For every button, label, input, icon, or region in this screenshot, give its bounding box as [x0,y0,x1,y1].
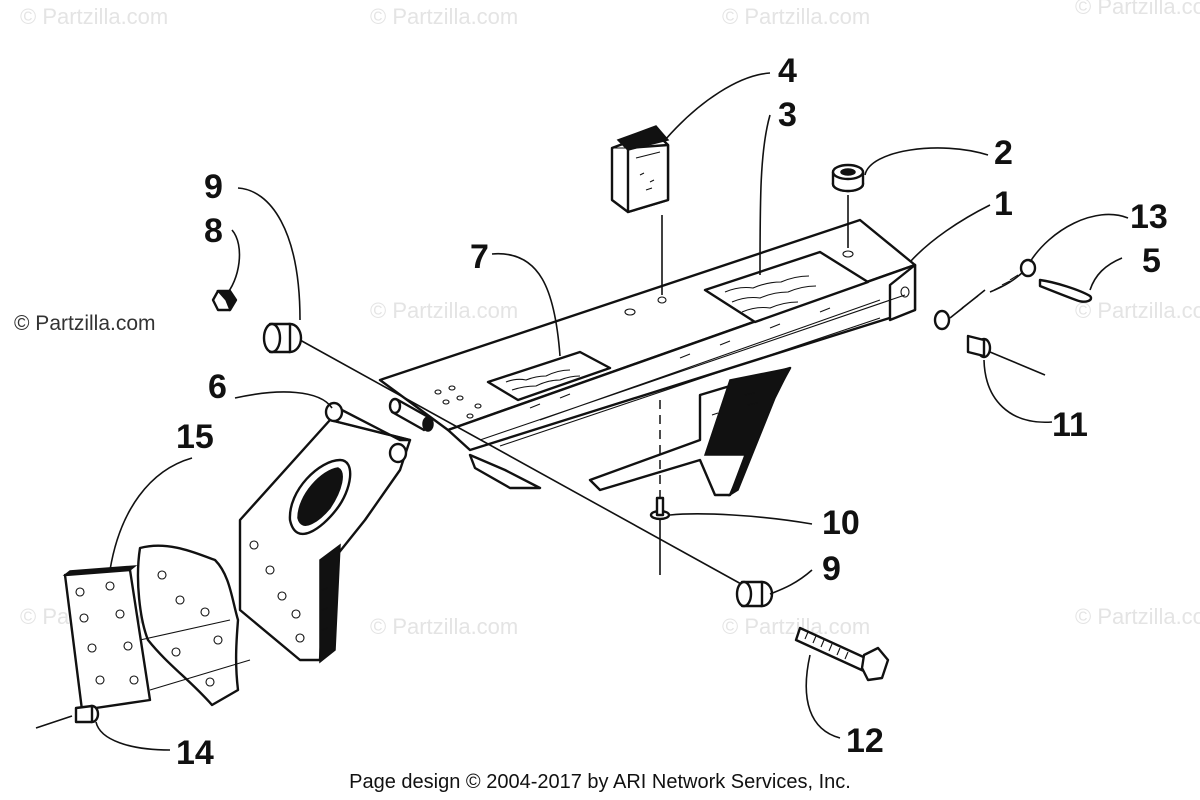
callout-5[interactable]: 5 [1142,242,1161,280]
callout-2[interactable]: 2 [994,134,1013,172]
part-7-decal[interactable] [486,350,612,402]
part-4-pack[interactable] [610,125,670,214]
part-9-spacer[interactable] [262,322,303,354]
part-2-grommet[interactable] [831,163,865,193]
callout-3[interactable]: 3 [778,96,797,134]
callout-10[interactable]: 10 [822,504,860,542]
part-14-rivet[interactable] [35,704,100,729]
watermark: © Partzilla.com [20,4,168,29]
callout-13[interactable]: 13 [1130,198,1168,236]
callout-9-lower[interactable]: 9 [822,550,841,588]
callout-15[interactable]: 15 [176,418,214,456]
leader-lines [95,72,1129,751]
part-12-bolt[interactable] [794,626,890,682]
part-3-decal[interactable] [703,250,870,324]
part-11-rivet[interactable] [966,334,1046,376]
watermark: © Partzilla.com [370,614,518,639]
watermark: © Partzilla.com [1075,604,1200,629]
part-9-spacer-lower[interactable] [735,580,774,608]
part-8-nut[interactable] [211,289,238,312]
part-15-backing-plate[interactable] [62,565,251,712]
callout-numbers: 4 3 2 1 13 5 7 9 8 6 15 10 9 11 12 14 [176,52,1168,772]
footer-credit: Page design © 2004-2017 by ARI Network S… [349,771,851,793]
watermark: © Partzilla.com [1075,298,1200,323]
callout-1[interactable]: 1 [994,185,1013,223]
part-6-mount-plate[interactable] [238,401,412,664]
side-watermark: © Partzilla.com [14,312,156,335]
callout-12[interactable]: 12 [846,722,884,760]
watermark: © Partzilla.com [370,298,518,323]
callout-14[interactable]: 14 [176,734,214,772]
bolt-axis-line [299,339,753,591]
callout-8[interactable]: 8 [204,212,223,250]
part-bushing-tube[interactable] [388,397,434,432]
part-5-clip[interactable] [1038,278,1093,303]
part-15-gasket[interactable] [136,544,240,707]
part-13-lanyard[interactable] [933,258,1037,331]
callout-9-upper[interactable]: 9 [204,168,223,206]
watermark: © Partzilla.com [722,614,870,639]
callout-11[interactable]: 11 [1052,406,1088,444]
watermark: © Partzilla.com [1075,0,1200,19]
callout-4[interactable]: 4 [778,52,797,90]
watermark: © Partzilla.com [370,4,518,29]
callout-6[interactable]: 6 [208,368,227,406]
part-10-rivet[interactable] [649,496,671,575]
callout-7[interactable]: 7 [470,238,489,276]
watermark: © Partzilla.com [722,4,870,29]
